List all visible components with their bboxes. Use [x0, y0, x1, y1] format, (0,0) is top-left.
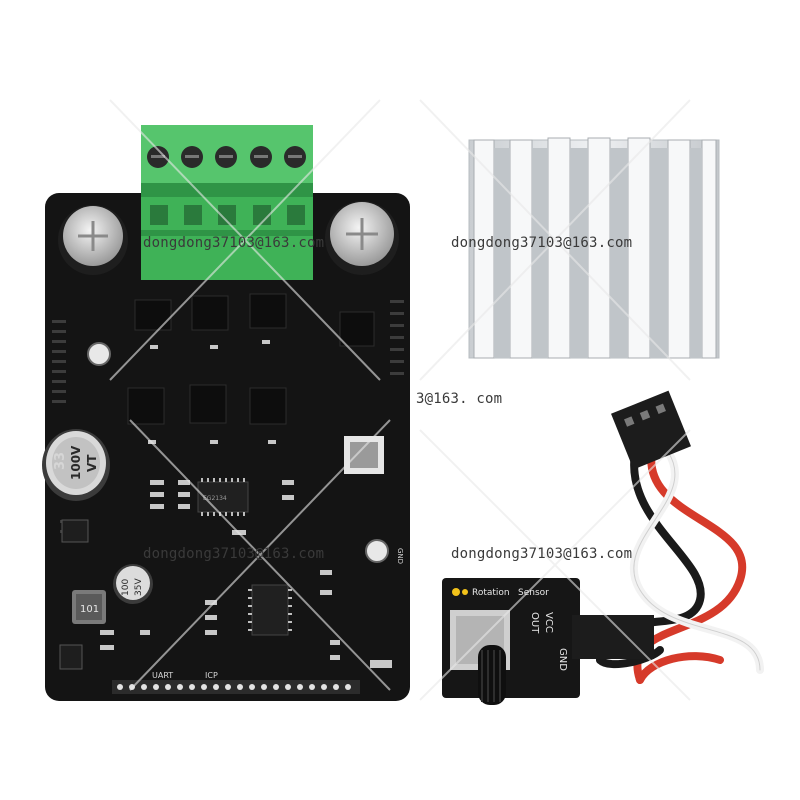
- heatsink: [468, 137, 720, 359]
- header-pins: [112, 680, 360, 694]
- sensor-mounting-hole: [452, 588, 460, 596]
- pin-label-gnd: GND: [396, 548, 404, 564]
- rotation-sensor-module: Rotation Sensor GND VCC OUT: [442, 578, 654, 705]
- small-cap-label-top: 100: [121, 579, 131, 596]
- logic-ic: [248, 584, 292, 636]
- capacitor-small: [113, 564, 153, 604]
- driver-ic: [197, 478, 249, 516]
- capacitor-large: [42, 429, 110, 501]
- cap-label-mid: 100V: [69, 445, 83, 480]
- cap-label-bot: VT: [85, 454, 99, 472]
- pcb-traces: [52, 300, 404, 533]
- mounting-hole: [365, 539, 389, 563]
- pin-label-uart: UART: [152, 671, 173, 680]
- ic-label: EG2134: [203, 495, 227, 502]
- inductor-label: 101: [80, 604, 99, 615]
- watermark-text: dongdong37103@163.com: [143, 546, 325, 562]
- dupont-connector: [611, 390, 691, 470]
- motor-driver-board: 33 100V VT 100 35V 101 UART ICP GND EG21…: [42, 193, 410, 701]
- terminal-screws: [147, 146, 306, 168]
- watermark-text: dongdong37103@163.com: [451, 235, 633, 251]
- capacitor-top-right: [325, 201, 399, 275]
- sensor-pin-vcc: VCC: [543, 612, 554, 633]
- pin-label-icp: ICP: [205, 671, 218, 680]
- small-cap-label-bot: 35V: [134, 578, 144, 596]
- watermark-lines: [109, 99, 691, 701]
- capacitor-top-left: [58, 205, 128, 275]
- regulator: [59, 644, 83, 670]
- watermark-text: dongdong37103@163.com: [451, 546, 633, 562]
- heatsink-fins: [473, 137, 717, 359]
- sensor-pin-gnd: GND: [557, 648, 568, 671]
- sensor-title-right: Sensor: [518, 588, 549, 598]
- cap-label-top: 33: [53, 452, 68, 470]
- terminal-block: [141, 125, 313, 280]
- regulator-2: [61, 519, 89, 543]
- watermark-text-partial: 3@163. com: [416, 391, 503, 407]
- sensor-pin-out: OUT: [529, 612, 540, 634]
- mounting-hole: [87, 342, 111, 366]
- sensor-title-left: Rotation: [472, 588, 510, 598]
- watermark-text: dongdong37103@163.com: [143, 235, 325, 251]
- mosfet-array: [127, 293, 375, 425]
